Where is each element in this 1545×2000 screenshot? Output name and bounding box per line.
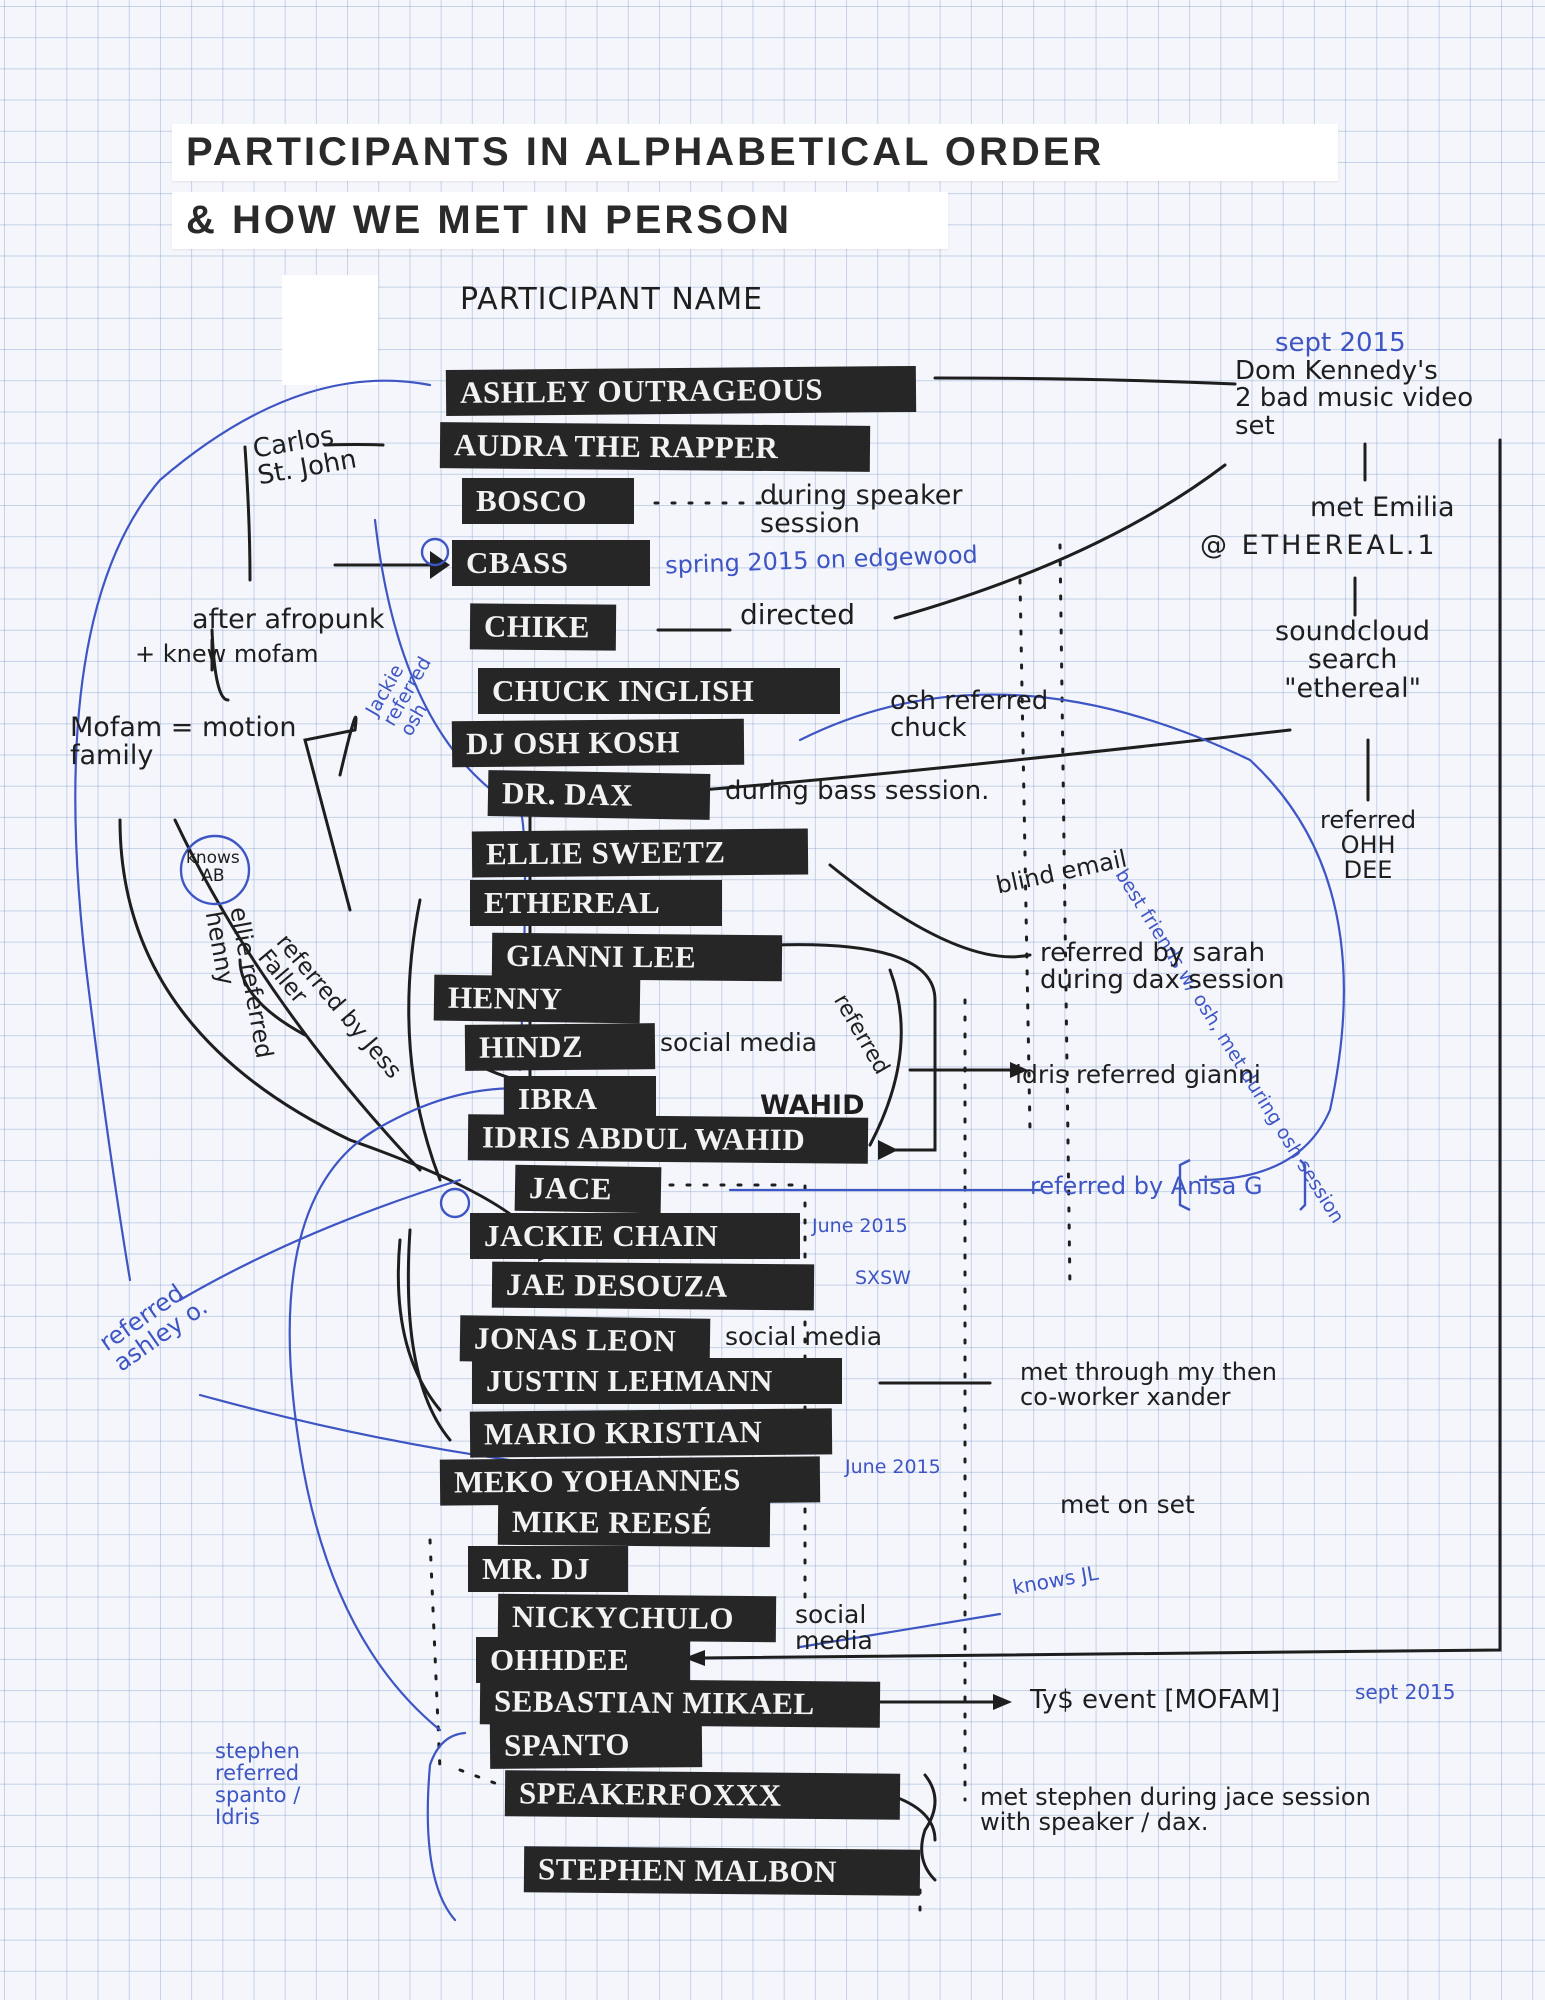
- annotation-knew-mofam: + knew mofam: [135, 640, 319, 668]
- participant-tape: ASHLEY OUTRAGEOUS: [445, 365, 917, 417]
- participant-tape: JAE DESOUZA: [491, 1261, 815, 1311]
- annotation-met-on-set: met on set: [1060, 1490, 1195, 1519]
- annotation-met-through-coworker: met through my then co-worker xander: [1020, 1358, 1277, 1412]
- annotation-social-media-nicky: social media: [795, 1600, 873, 1656]
- annotation-june-2015-jackie: June 2015: [812, 1215, 908, 1237]
- annotation-referred-ohh-dee: referred OHH DEE: [1320, 806, 1417, 885]
- annotation-sxsw: SXSW: [855, 1267, 911, 1289]
- participant-tape: HINDZ: [464, 1023, 656, 1071]
- participant-tape: STEPHEN MALBON: [523, 1846, 921, 1896]
- participant-tape: NICKYCHULO: [497, 1593, 777, 1643]
- participant-tape: CBASS: [452, 540, 650, 586]
- participant-tape: SPANTO: [489, 1721, 703, 1769]
- annotation-wahid: WAHID: [760, 1090, 865, 1121]
- paper-scrap: [282, 275, 378, 385]
- annotation-idris-referred-gianni: idris referred gianni: [1015, 1060, 1261, 1089]
- participant-tape: SPEAKERFOXXX: [504, 1770, 901, 1820]
- column-header: PARTICIPANT NAME: [460, 282, 764, 317]
- participant-tape: HENNY: [433, 974, 641, 1024]
- annotation-mofam-motion-family: Mofam = motion family: [70, 712, 297, 772]
- annotation-sept-2015-sebastian: sept 2015: [1355, 1680, 1456, 1704]
- annotation-referred-by-sarah: referred by sarah during dax session: [1040, 938, 1285, 996]
- annotation-after-afropunk: after afropunk: [192, 604, 385, 635]
- annotation-referred-by-anisa: referred by Anisa G: [1030, 1172, 1263, 1200]
- participant-tape: DR. DAX: [487, 770, 711, 820]
- annotation-social-media-jonas: social media: [725, 1322, 883, 1351]
- title-line-2: & HOW WE MET IN PERSON: [172, 192, 948, 249]
- annotation-june-2015-meko: June 2015: [845, 1456, 941, 1478]
- annotation-social-media-hindz: social media: [660, 1028, 818, 1057]
- annotation-during-speaker-session: during speaker session: [760, 480, 963, 540]
- participant-tape: MR. DJ: [468, 1546, 628, 1592]
- participant-tape: CHUCK INGLISH: [478, 668, 840, 714]
- participant-tape: MARIO KRISTIAN: [469, 1408, 833, 1458]
- annotation-osh-referred-chuck: osh referred chuck: [890, 686, 1049, 744]
- participant-tape: IDRIS ABDUL WAHID: [467, 1114, 869, 1164]
- participant-tape: JUSTIN LEHMANN: [472, 1358, 842, 1404]
- participant-tape: GIANNI LEE: [491, 932, 783, 982]
- annotation-soundcloud-search: soundcloud search "ethereal": [1275, 616, 1431, 704]
- title-line-1: PARTICIPANTS IN ALPHABETICAL ORDER: [172, 124, 1338, 181]
- annotation-directed: directed: [740, 598, 856, 631]
- annotation-met-stephen-during-jace: met stephen during jace session with spe…: [980, 1783, 1371, 1837]
- annotation-knows-ab: knows AB: [186, 848, 240, 886]
- participant-tape: ETHEREAL: [470, 880, 722, 926]
- participant-tape: DJ OSH KOSH: [451, 718, 745, 768]
- annotation-sept-2015: sept 2015: [1275, 328, 1406, 358]
- annotation-tys-event: Ty$ event [MOFAM]: [1030, 1685, 1281, 1715]
- annotation-met-emilia: met Emilia: [1310, 492, 1455, 523]
- participant-tape: MEKO YOHANNES: [439, 1456, 821, 1506]
- participant-tape: JACE: [514, 1164, 662, 1214]
- participant-tape: CHIKE: [469, 603, 617, 651]
- participant-tape: BOSCO: [462, 478, 634, 524]
- annotation-stephen-referred-spanto: stephen referred spanto / Idris: [215, 1739, 301, 1830]
- participant-tape: ELLIE SWEETZ: [471, 828, 809, 878]
- annotation-during-bass-session: during bass session.: [725, 776, 990, 806]
- annotation-at-ethereal: @ ETHEREAL.1: [1200, 530, 1438, 561]
- participant-tape: OHHDEE: [476, 1637, 690, 1683]
- participant-tape: MIKE REESÉ: [497, 1498, 771, 1548]
- annotation-dom-kennedy: Dom Kennedy's 2 bad music video set: [1235, 356, 1474, 441]
- participant-tape: JACKIE CHAIN: [470, 1213, 800, 1259]
- participant-tape: AUDRA THE RAPPER: [439, 422, 871, 472]
